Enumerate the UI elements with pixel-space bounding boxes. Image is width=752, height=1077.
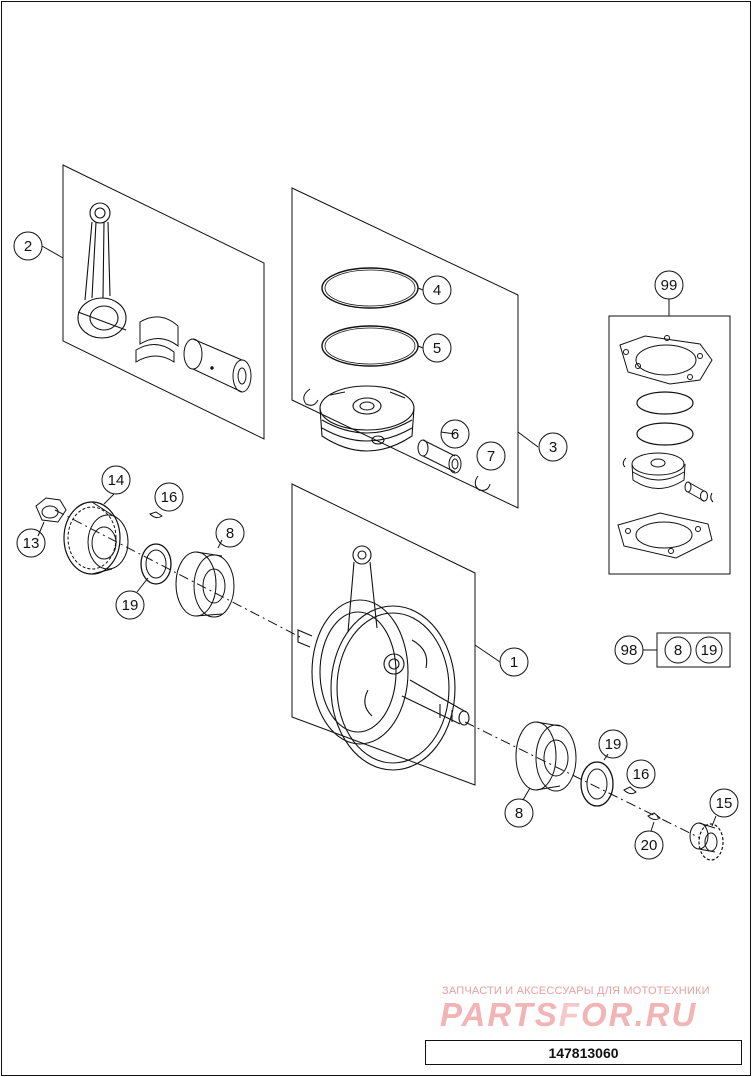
main-bearing-left	[175, 551, 235, 618]
crankshaft-part	[297, 545, 470, 771]
piston-group: 4 5 6 7	[291, 187, 568, 509]
crankshaft-panel	[291, 483, 476, 786]
callout-19-left: 19	[122, 597, 139, 614]
callout-99: 99	[661, 277, 678, 294]
shaft-centerline-right	[464, 721, 701, 839]
bearing-kit-group: 98 8 19	[614, 632, 731, 668]
callout-19-right: 19	[605, 736, 622, 753]
callout-1-circle	[499, 647, 529, 677]
kit-piston-part	[622, 452, 686, 489]
kit-pin-part	[684, 481, 714, 503]
oil-seal-left	[140, 543, 172, 585]
callout-13: 13	[23, 535, 40, 552]
callout-16-right: 16	[633, 766, 650, 783]
connecting-rod-group: 2	[13, 164, 265, 440]
nut-part	[35, 497, 67, 523]
callout-16-left: 16	[161, 489, 178, 506]
callout-98-item-19: 19	[701, 642, 718, 659]
callout-4: 4	[433, 282, 441, 299]
connecting-rod-panel	[62, 164, 265, 440]
crankshaft-group: 1	[291, 483, 529, 786]
watermark-logo: PARTSFOR.RU	[440, 996, 740, 1034]
conrod-pin-part	[183, 338, 252, 393]
piston-circlip-left	[303, 388, 319, 406]
bearing-shell-part	[135, 316, 179, 363]
piston-pin-part	[417, 439, 462, 474]
piston-ring-top	[321, 267, 419, 309]
callout-20: 20	[641, 837, 658, 854]
main-bearing-right	[515, 721, 577, 792]
callout-2: 2	[24, 238, 32, 255]
callout-1: 1	[510, 654, 518, 671]
part-number-box: 147813060	[425, 1040, 742, 1065]
callout-14: 14	[108, 472, 125, 489]
primary-gear-part	[63, 501, 129, 575]
callout-8-left: 8	[226, 525, 234, 542]
callout-6: 6	[451, 426, 459, 443]
callout-98: 98	[621, 642, 638, 659]
kit-ring-1	[636, 391, 694, 415]
watermark-tagline: ЗАПЧАСТИ И АКСЕССУАРЫ ДЛЯ МОТОТЕХНИКИ	[442, 985, 710, 997]
callout-3: 3	[549, 439, 557, 456]
head-gasket-part	[619, 335, 713, 385]
timing-gear-part	[689, 822, 724, 861]
watermark-logo-left: PARTS	[440, 996, 559, 1033]
callout-7: 7	[487, 448, 495, 465]
top-end-kit-group: 99	[608, 270, 731, 575]
kit-ring-2	[636, 422, 694, 446]
part-number: 147813060	[548, 1044, 619, 1061]
watermark-logo-icon: F	[558, 996, 581, 1033]
key-20-part	[647, 812, 661, 821]
callout-5: 5	[433, 340, 441, 357]
callout-2-circle	[13, 231, 43, 261]
piston-circlip-right	[474, 475, 491, 491]
connecting-rod-part	[77, 202, 127, 339]
watermark-logo-right: OR.RU	[580, 996, 698, 1033]
piston-panel	[291, 187, 519, 509]
woodruff-key-left	[149, 511, 163, 519]
woodruff-key-right	[623, 786, 637, 795]
callout-15: 15	[716, 795, 733, 812]
bearing-kit-box	[656, 632, 731, 668]
callout-2-leader	[41, 245, 64, 259]
piston-part	[319, 385, 415, 452]
piston-ring-second	[321, 325, 419, 367]
base-gasket-part	[617, 512, 713, 559]
callout-3-circle	[538, 432, 568, 462]
callout-98-item-8: 8	[674, 642, 682, 659]
oil-seal-right	[580, 761, 614, 807]
callout-8-right: 8	[515, 805, 523, 822]
